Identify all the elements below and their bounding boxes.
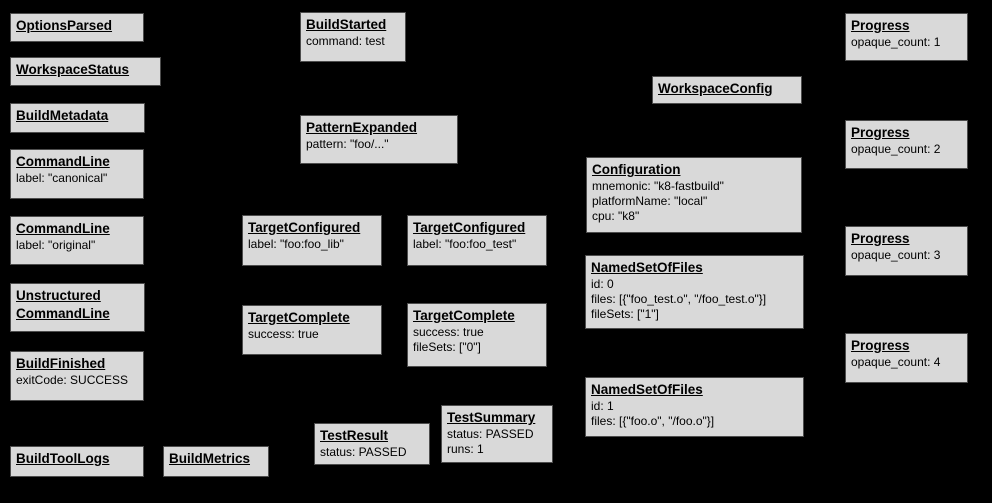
node-attribute: opaque_count: 3 bbox=[851, 247, 941, 262]
node-attribute: status: PASSED bbox=[447, 426, 534, 441]
node-title: PatternExpanded bbox=[306, 120, 418, 135]
node-attribute: files: [{"foo.o", "/foo.o"}] bbox=[591, 413, 715, 428]
node-title: OptionsParsed bbox=[16, 18, 113, 33]
node-title: TestSummary bbox=[447, 410, 536, 425]
node-title: WorkspaceStatus bbox=[16, 62, 130, 77]
node-build-metadata: BuildMetadata bbox=[10, 103, 145, 133]
node-attribute: success: true bbox=[413, 324, 484, 339]
node-build-tool-logs: BuildToolLogs bbox=[10, 446, 144, 477]
node-title: Progress bbox=[851, 338, 910, 353]
node-attribute: exitCode: SUCCESS bbox=[16, 372, 129, 387]
node-title: NamedSetOfFiles bbox=[591, 260, 703, 275]
node-attribute: success: true bbox=[248, 326, 319, 341]
node-title: Configuration bbox=[592, 162, 681, 177]
node-attribute: pattern: "foo/..." bbox=[306, 136, 389, 151]
node-title: Unstructured CommandLine bbox=[16, 288, 110, 321]
node-attribute: fileSets: ["1"] bbox=[591, 307, 659, 322]
node-attribute: platformName: "local" bbox=[592, 193, 708, 208]
node-attribute: command: test bbox=[306, 33, 385, 48]
node-title: Progress bbox=[851, 231, 910, 246]
node-title: TargetConfigured bbox=[248, 220, 361, 235]
node-attribute: cpu: "k8" bbox=[592, 209, 640, 224]
node-attribute: opaque_count: 4 bbox=[851, 354, 941, 369]
node-title: WorkspaceConfig bbox=[658, 81, 773, 96]
node-attribute: opaque_count: 1 bbox=[851, 34, 941, 49]
node-title: CommandLine bbox=[16, 221, 110, 236]
node-title: BuildMetadata bbox=[16, 108, 109, 123]
node-attribute: id: 1 bbox=[591, 398, 614, 413]
node-title: Progress bbox=[851, 125, 910, 140]
node-attribute: label: "original" bbox=[16, 237, 96, 252]
node-unstructured-command-line: Unstructured CommandLine bbox=[10, 283, 145, 332]
node-title: BuildMetrics bbox=[169, 451, 251, 466]
node-workspace-status: WorkspaceStatus bbox=[10, 57, 161, 86]
node-attribute: opaque_count: 2 bbox=[851, 141, 941, 156]
node-title: CommandLine bbox=[16, 154, 110, 169]
node-attribute: label: "foo:foo_lib" bbox=[248, 236, 344, 251]
node-attribute: label: "canonical" bbox=[16, 170, 108, 185]
node-attribute: mnemonic: "k8-fastbuild" bbox=[592, 178, 724, 193]
node-attribute: status: PASSED bbox=[320, 444, 407, 459]
node-options-parsed: OptionsParsed bbox=[10, 13, 144, 42]
node-workspace-config: WorkspaceConfig bbox=[652, 76, 802, 104]
node-title: BuildStarted bbox=[306, 17, 387, 32]
node-title: NamedSetOfFiles bbox=[591, 382, 703, 397]
node-attribute: label: "foo:foo_test" bbox=[413, 236, 517, 251]
node-title: Progress bbox=[851, 18, 910, 33]
node-title: TargetComplete bbox=[248, 310, 350, 325]
node-title: BuildFinished bbox=[16, 356, 106, 371]
node-title: TestResult bbox=[320, 428, 389, 443]
node-title: TargetConfigured bbox=[413, 220, 526, 235]
node-attribute: id: 0 bbox=[591, 276, 614, 291]
node-title: TargetComplete bbox=[413, 308, 515, 323]
node-attribute: files: [{"foo_test.o", "/foo_test.o"}] bbox=[591, 291, 767, 306]
node-attribute: fileSets: ["0"] bbox=[413, 339, 481, 354]
node-attribute: runs: 1 bbox=[447, 441, 484, 456]
node-build-metrics: BuildMetrics bbox=[163, 446, 269, 477]
node-title: BuildToolLogs bbox=[16, 451, 110, 466]
